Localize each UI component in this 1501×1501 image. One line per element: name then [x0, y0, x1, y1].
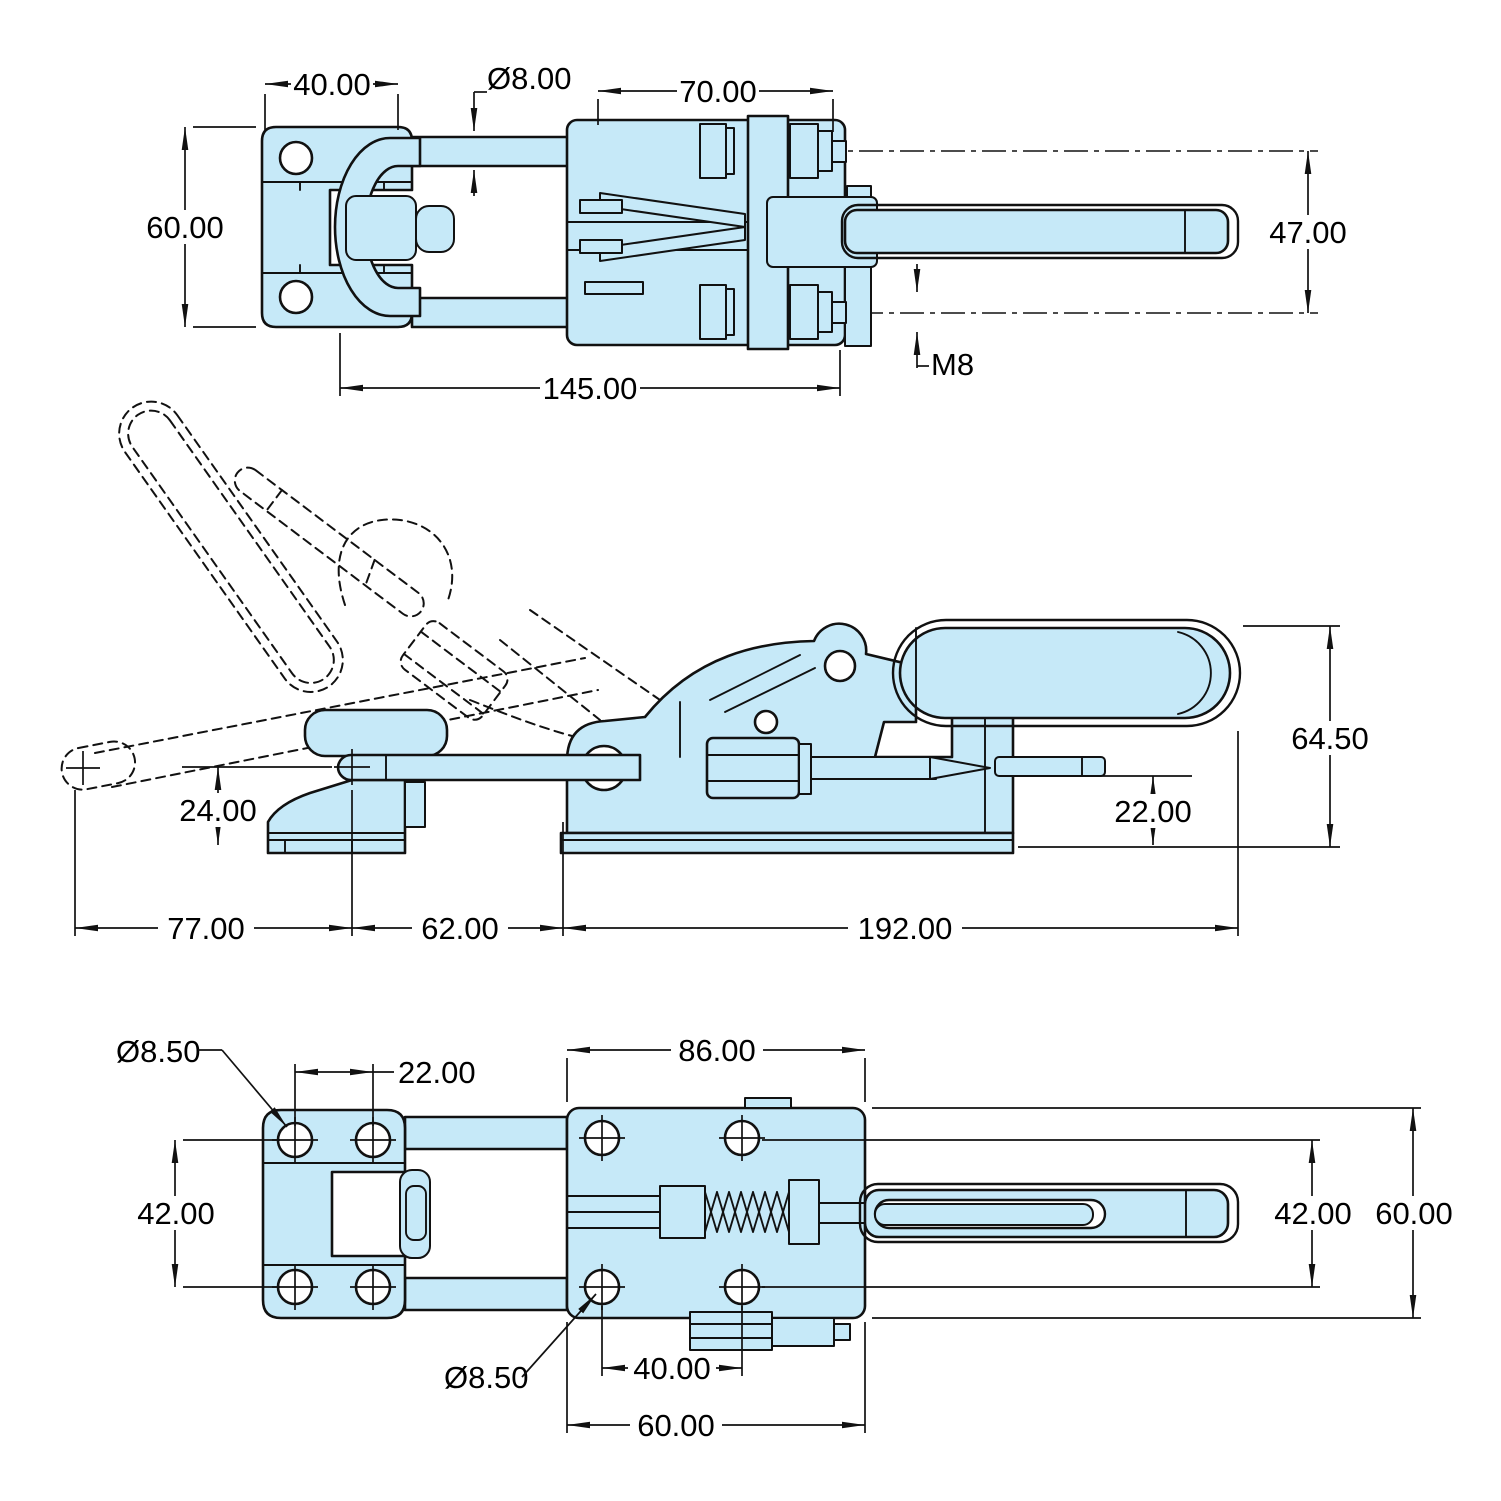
- adjusting-nut: [705, 736, 801, 800]
- handle-bar: [843, 208, 1230, 255]
- thin-rod: [810, 756, 937, 780]
- rod-tip: [831, 140, 847, 163]
- rod-bottom: [403, 1276, 569, 1312]
- hex-nut: [699, 284, 727, 340]
- dim-body-hole-span-x: 60.00: [637, 1408, 715, 1443]
- body-tab: [744, 1097, 792, 1109]
- dim-clevis-width: 40.00: [293, 67, 371, 102]
- handle-bar-side: [898, 626, 1232, 720]
- body-detail: [579, 199, 623, 214]
- hook-block-inner: [415, 205, 455, 253]
- hex-nut: [789, 123, 819, 179]
- mounting-hole: [278, 140, 314, 176]
- dim-open-handle-reach: 77.00: [167, 911, 245, 946]
- washer: [798, 743, 812, 795]
- dim-plate-hole-pitch-x: 22.00: [398, 1055, 476, 1090]
- hook-bracket-foot: [266, 778, 407, 855]
- dim-rod-diameter: Ø8.00: [487, 61, 571, 96]
- top-view-dimensions: 40.00 Ø8.00 70.00 60.00 145.00 47.00: [140, 61, 1354, 406]
- washer: [725, 127, 735, 175]
- rod-tip: [831, 301, 847, 324]
- open-position-ghost: [60, 400, 661, 804]
- link-pin-hole: [753, 709, 779, 735]
- bottom-view-dimensions: Ø8.50 22.00 86.00 42.00 Ø8.50 40: [116, 1033, 1460, 1443]
- dim-plate-hole-diameter: Ø8.50: [116, 1034, 200, 1069]
- washer: [725, 288, 735, 336]
- dim-body-width: 60.00: [1375, 1196, 1453, 1231]
- dim-base-to-center: 24.00: [179, 793, 257, 828]
- handle-pivot-hole: [823, 649, 857, 683]
- body-edge-line: [724, 667, 816, 713]
- rod-in-slot: [874, 1203, 1094, 1226]
- rod-end-cap: [817, 291, 833, 333]
- hex-nut-bottom: [689, 1311, 773, 1351]
- hex-nut: [699, 123, 727, 179]
- dim-latch-tip-height: 22.00: [1114, 794, 1192, 829]
- dim-body-length-bottom: 86.00: [678, 1033, 756, 1068]
- latch-tip-bar: [994, 756, 1106, 777]
- rod-top: [403, 1115, 569, 1151]
- rod-end-bottom: [771, 1317, 835, 1347]
- dim-body-length: 70.00: [679, 74, 757, 109]
- top-view: 40.00 Ø8.00 70.00 60.00 145.00 47.00: [140, 61, 1354, 406]
- mounting-hole: [278, 279, 314, 315]
- handle-cap-line: [1177, 631, 1212, 715]
- hook-step-block: [404, 781, 426, 828]
- rod-end-cap: [817, 130, 833, 172]
- spring-seat: [659, 1185, 706, 1239]
- hook-block: [345, 195, 417, 261]
- dim-handle-height: 47.00: [1269, 215, 1347, 250]
- latch-plate-bottom: [261, 1108, 407, 1320]
- dim-body-hole-pitch-y: 42.00: [1274, 1196, 1352, 1231]
- dim-thread-size: M8: [931, 347, 974, 382]
- handle-grip-outline: [840, 203, 1240, 260]
- adjuster-block: [788, 1179, 820, 1245]
- plate-holes: [272, 1117, 396, 1310]
- body-detail: [579, 239, 623, 254]
- dim-overall-height: 64.50: [1291, 721, 1369, 756]
- body-edge-line: [709, 654, 801, 701]
- dim-plate-height: 60.00: [146, 210, 224, 245]
- latch-rod-side: [336, 753, 642, 782]
- dim-hook-to-body: 62.00: [421, 911, 499, 946]
- dim-body-hole-pitch-x: 40.00: [633, 1351, 711, 1386]
- latch-cone: [929, 756, 991, 780]
- hex-nut: [789, 284, 819, 340]
- hook-block-inner: [405, 1185, 427, 1241]
- base-plate: [559, 831, 1015, 855]
- hook-bracket-head: [303, 708, 449, 758]
- dim-closed-length: 192.00: [858, 911, 953, 946]
- handle-grip-outline-bottom: [858, 1182, 1240, 1244]
- spring-coil: [704, 1191, 790, 1233]
- handle-grip-outline-side: [891, 618, 1242, 728]
- rod-tip-bottom: [833, 1323, 851, 1341]
- u-hook-bail: [333, 136, 422, 318]
- dim-body-hole-diameter: Ø8.50: [444, 1360, 528, 1395]
- dim-latch-length: 145.00: [543, 371, 638, 406]
- body-detail: [584, 281, 644, 295]
- bottom-view: Ø8.50 22.00 86.00 42.00 Ø8.50 40: [116, 1033, 1460, 1443]
- adjuster-rod: [818, 1202, 866, 1224]
- dim-plate-hole-pitch-y: 42.00: [137, 1196, 215, 1231]
- side-view: 24.00 77.00 62.00 192.00 22.00 64.50: [60, 400, 1379, 946]
- side-view-dimensions: 24.00 77.00 62.00 192.00 22.00 64.50: [74, 625, 1379, 946]
